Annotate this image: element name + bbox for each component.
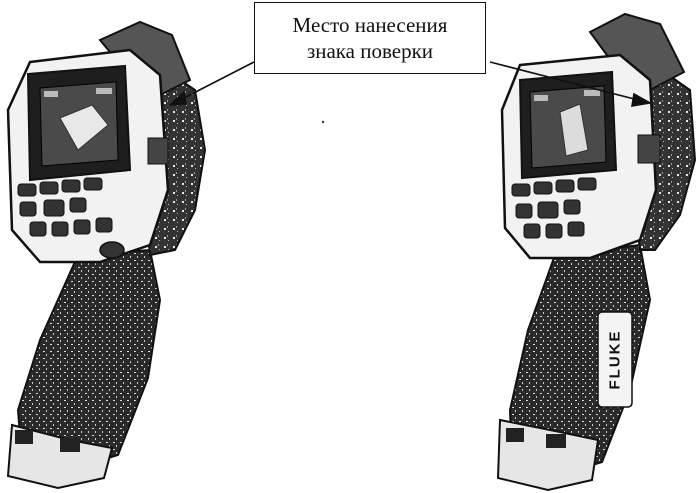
arrowhead-right xyxy=(631,92,653,107)
callout-line-1: Место нанесения xyxy=(292,13,448,37)
thermal-imager-left xyxy=(6,20,207,490)
brand-plate xyxy=(597,311,633,408)
callout-line-2: знака поверки xyxy=(306,39,434,63)
thermal-imager-right xyxy=(496,12,697,492)
arrowhead-left xyxy=(167,90,187,106)
callout-label: Место нанесения знака поверки xyxy=(254,2,486,74)
keypad-left xyxy=(17,177,113,237)
brand-logo: FLUKE xyxy=(598,312,632,407)
keypad-right xyxy=(511,177,597,239)
dial-knob-left xyxy=(99,241,125,259)
brand-logo-text: FLUKE xyxy=(606,329,624,390)
arrow-right xyxy=(489,61,639,101)
callout-arrows xyxy=(167,61,653,107)
arrow-left xyxy=(179,61,255,101)
